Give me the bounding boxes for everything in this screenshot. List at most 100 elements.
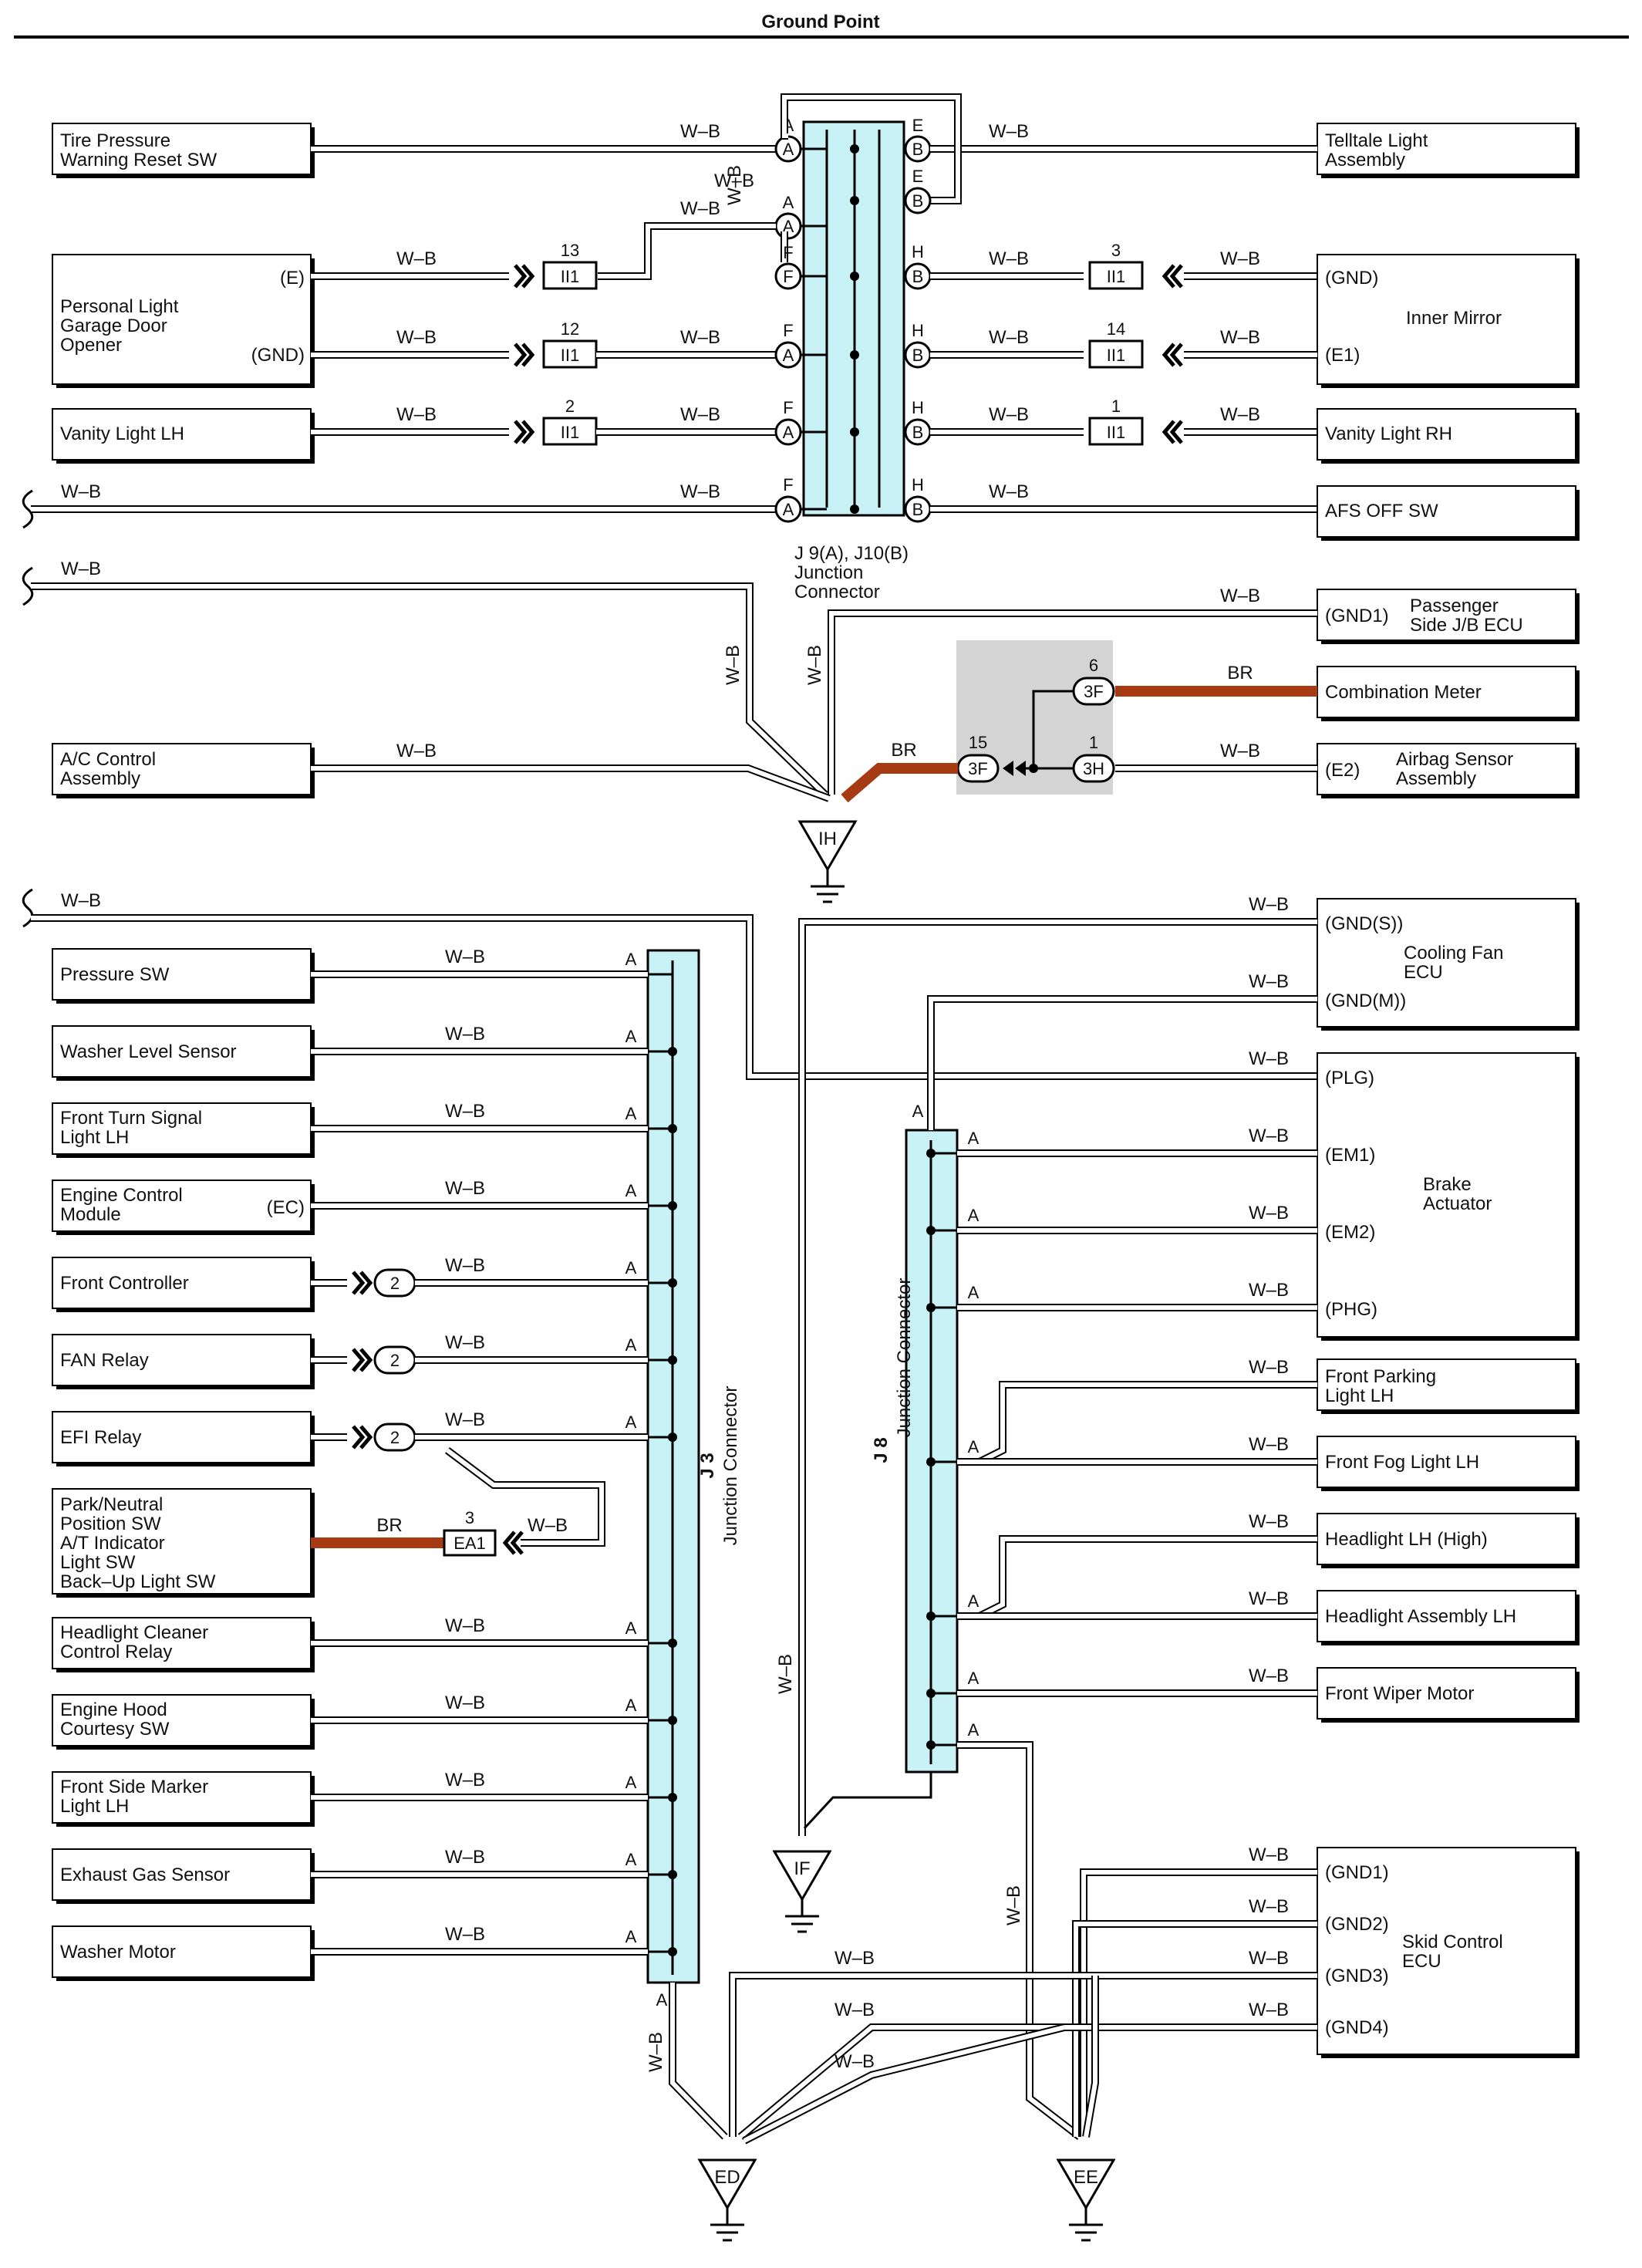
pin-j8-bottom: A	[968, 1720, 979, 1740]
wire-label-pjb: W–B	[1220, 586, 1260, 606]
splice-arrow-2	[1003, 761, 1013, 776]
pin-j3-engine-hood: A	[625, 1696, 637, 1715]
component-cooling-fan-label-0: Cooling Fan	[1404, 943, 1503, 964]
wire-label-front-turn: W–B	[445, 1101, 485, 1122]
component-airbag-label-0: Airbag Sensor	[1396, 749, 1513, 770]
component-skid-gnd2: (GND2)	[1325, 1914, 1389, 1935]
wire-wb-core	[929, 997, 1317, 1130]
wire-label-cf-m: W–B	[1249, 971, 1289, 992]
component-airbag-e2: (E2)	[1325, 760, 1360, 781]
wire-label-ih-1: W–B	[61, 559, 101, 579]
component-inner-mirror-label: Inner Mirror	[1406, 308, 1502, 329]
pin-j10-h-5-top: H	[912, 398, 924, 417]
arrow-efi-relay	[352, 1425, 366, 1450]
arrow-mirror-gnd-2	[1162, 264, 1175, 289]
ground-ee-triangle	[1056, 2158, 1116, 2210]
component-airbag	[1317, 743, 1580, 798]
component-telltale	[1317, 123, 1580, 178]
wire-label-fan-relay: W–B	[445, 1332, 485, 1353]
arrow-pl-e-2	[521, 264, 535, 289]
component-personal-light	[52, 254, 315, 388]
wire-wb-core	[1081, 1870, 1317, 2137]
component-brake-em2: (EM2)	[1325, 1222, 1375, 1243]
wire-label-row4-r: W–B	[989, 327, 1029, 348]
component-combination-meter-label: Combination Meter	[1325, 682, 1482, 703]
wire-wb-core	[782, 95, 960, 203]
pin-j3-efi-relay: A	[625, 1412, 637, 1432]
wire-label-j3-vert: W–B	[646, 2032, 666, 2072]
arrow-ea1	[510, 1531, 524, 1555]
wire-wb-core	[311, 766, 831, 801]
component-washer-level-label: Washer Level Sensor	[60, 1041, 237, 1062]
wire-label-br-pn: BR	[376, 1515, 402, 1536]
conn-ii1-14-num: 14	[1107, 319, 1125, 339]
wire-label-vert-top: W–B	[724, 165, 745, 205]
component-park-neutral-label-0: Park/Neutral	[60, 1494, 163, 1515]
component-skid-control-box	[1317, 1847, 1576, 2055]
arrow-pl-gnd	[514, 343, 528, 367]
pin-j8-wiper: A	[968, 1669, 979, 1688]
pin-j10-b-6-letter: B	[912, 500, 924, 519]
component-vanity-lh	[52, 408, 315, 464]
component-headlight-cleaner-box	[52, 1617, 312, 1669]
wire-label-em2: W–B	[1249, 1203, 1289, 1223]
component-front-side-marker-label-0: Front Side Marker	[60, 1777, 208, 1797]
pin-j8-top: A	[912, 1102, 924, 1121]
arrow-mirror-e1-2	[1162, 343, 1175, 367]
component-headlight-high	[1317, 1513, 1580, 1568]
ground-if-label: IF	[794, 1858, 810, 1879]
conn-ii1-2-code: II1	[561, 423, 579, 442]
component-front-side-marker	[52, 1771, 315, 1827]
wire-label-mirror-gnd-l: W–B	[989, 248, 1029, 269]
wire-label-hhigh: W–B	[1249, 1511, 1289, 1532]
wire-wb	[445, 1447, 605, 1547]
wire-label-phg: W–B	[1249, 1280, 1289, 1301]
component-vanity-rh-box	[1317, 408, 1576, 461]
ground-ee-label: EE	[1074, 2167, 1098, 2188]
pin-j10-b-2-letter: B	[912, 191, 924, 211]
component-front-fog-label: Front Fog Light LH	[1325, 1452, 1479, 1473]
wire-wb	[798, 918, 1317, 1836]
junction-j3-name: Junction Connector	[720, 1386, 741, 1546]
component-personal-light-label-2: Opener	[60, 335, 122, 356]
break-mark	[22, 888, 34, 928]
component-personal-light-e: (E)	[280, 268, 305, 289]
wire-label-telltale: W–B	[989, 121, 1029, 142]
component-inner-mirror-box	[1317, 254, 1576, 385]
wire-label-efi-relay: W–B	[445, 1409, 485, 1430]
component-park-neutral-label-1: Position SW	[60, 1514, 161, 1534]
component-park-neutral-label-4: Back–Up Light SW	[60, 1571, 216, 1592]
wire-wb-core	[739, 2025, 1317, 2139]
component-vanity-rh-label: Vanity Light RH	[1325, 424, 1452, 444]
ground-ee: EE	[1056, 2158, 1116, 2242]
break-mark	[22, 566, 34, 606]
wire-wb-core	[31, 584, 828, 797]
wire-label-airbag: W–B	[1220, 741, 1260, 761]
conn-2-efi-relay-code: 2	[390, 1428, 400, 1447]
wire-wb-core	[829, 611, 1317, 795]
component-tire-pressure-label-1: Warning Reset SW	[60, 150, 217, 170]
wire-label-front-controller: W–B	[445, 1255, 485, 1276]
component-airbag-label-1: Assembly	[1396, 768, 1476, 789]
component-ecm-label-0: Engine Control	[60, 1185, 183, 1206]
pin-j9-f-3-top: F	[783, 243, 793, 262]
arrow-ea1-2	[502, 1531, 516, 1555]
component-brake-em1: (EM1)	[1325, 1145, 1375, 1166]
wire-label-em1: W–B	[1249, 1126, 1289, 1146]
conn-3f-6-num: 6	[1089, 656, 1098, 675]
pin-j10-b-1-letter: B	[912, 140, 924, 159]
arrow-fan-relay-2	[359, 1348, 373, 1372]
pin-j3-front-turn: A	[625, 1104, 637, 1123]
wire-wb-core	[446, 1448, 604, 1545]
component-vanity-lh-label: Vanity Light LH	[60, 424, 184, 444]
component-front-side-marker-label-1: Light LH	[60, 1796, 129, 1817]
splice-dot	[850, 272, 859, 281]
component-afs-off-box	[1317, 485, 1576, 538]
wire-label-row5-r: W–B	[989, 404, 1029, 425]
component-park-neutral	[52, 1488, 315, 1598]
component-front-controller-box	[52, 1257, 312, 1309]
wire-wb	[669, 1983, 728, 2140]
conn-2-fan-relay-code: 2	[390, 1351, 400, 1370]
component-inner-mirror	[1317, 254, 1580, 388]
ground-ed-triangle	[697, 2158, 757, 2210]
